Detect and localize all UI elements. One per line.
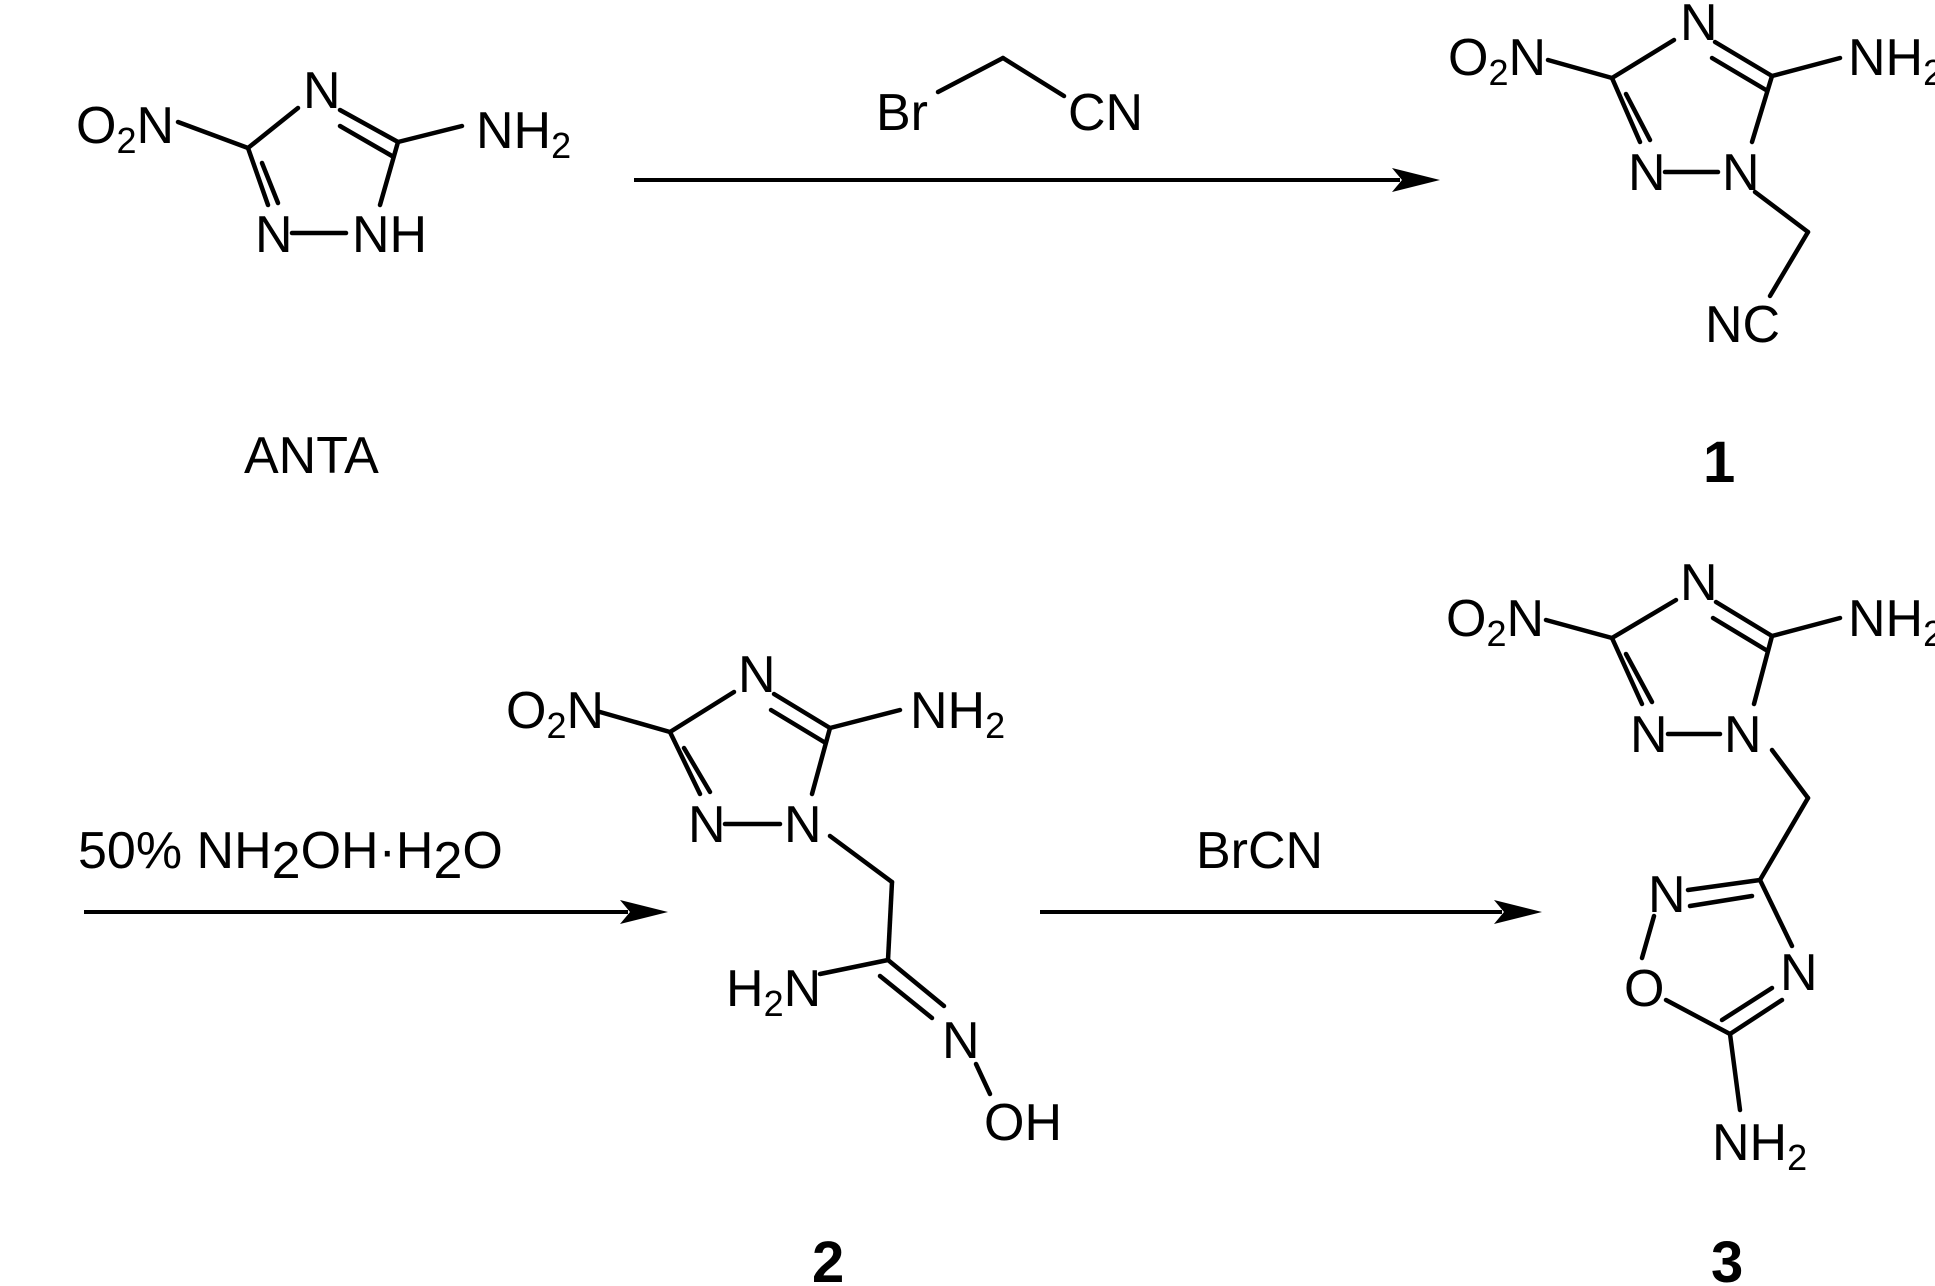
anta-ring-n-top: N [303, 62, 341, 120]
c3-bond-c5ox-nh2 [1727, 1031, 1743, 1113]
c1-nitrile-label: NC [1705, 296, 1780, 354]
c3-ring-n-right: N [1724, 706, 1762, 764]
compound3-structure: O2N N NH2 N N N N O NH2 3 [1446, 554, 1935, 1286]
step1-arrow [634, 168, 1440, 192]
step1-bond-c-cn [1000, 55, 1067, 99]
anta-ring-n-left: N [255, 206, 293, 264]
step1-reagent: Br CN [876, 55, 1143, 142]
c3-bond-c3-n2 [1609, 635, 1645, 707]
c2-ring-n-right: N [784, 796, 822, 854]
anta-bond-c3-n2 [245, 145, 271, 208]
c3-bond-c5ox-o [1663, 997, 1733, 1037]
c1-bond-n4-c5-double [1709, 55, 1769, 93]
c1-bond-nh2 [1769, 55, 1843, 79]
c3-ox-amino-label: NH2 [1712, 1114, 1807, 1178]
c1-bond-no2 [1545, 57, 1615, 81]
c2-oxime-n: N [942, 1012, 980, 1070]
c3-bond-ch2-c3ox [1757, 795, 1811, 883]
c3-bond-n4-c5-double [1710, 615, 1769, 653]
step3-reagent-label: BrCN [1196, 822, 1323, 880]
anta-bond-n4-c5-double [337, 123, 395, 159]
c3-ring-n-left: N [1630, 706, 1668, 764]
c3-bond-c5-n1 [1751, 633, 1775, 707]
c2-bond-nh2 [827, 707, 903, 731]
step2-reagent: 50% NH2OH·H2O [78, 822, 503, 890]
c1-nitro-label: O2N [1448, 29, 1546, 93]
c2-bond-c3-n2 [667, 729, 703, 797]
c3-bond-c3-n2-double [1623, 651, 1655, 705]
step2-arrow [84, 900, 668, 924]
c1-ring-n-left: N [1628, 144, 1666, 202]
c3-ox-o: O [1624, 960, 1664, 1018]
c3-bond-nright-c5ox-double [1719, 985, 1775, 1023]
c2-bond-n-oh [973, 1061, 993, 1097]
c1-bond-n4-c5 [1712, 39, 1775, 79]
c2-nitro-label: O2N [506, 682, 604, 746]
c2-bond-c-n [885, 957, 947, 1009]
c2-bond-ch2-c [885, 879, 895, 963]
c1-bond-c3-n2-double [1623, 91, 1653, 143]
c3-bond-nox-c3-double [1687, 893, 1755, 909]
c2-bond-c3-n2-double [681, 745, 713, 795]
anta-amino-label: NH2 [476, 102, 571, 166]
c2-bond-n4-c5 [771, 691, 833, 731]
c1-number: 1 [1703, 430, 1735, 495]
step3-arrow [1040, 900, 1542, 924]
c3-bond-n1-ch2 [1769, 747, 1811, 801]
c1-amino-label: NH2 [1848, 29, 1935, 93]
c3-bond-nh2 [1769, 615, 1843, 639]
anta-bond-n4-c5 [337, 107, 401, 145]
c2-oxime-oh: OH [984, 1094, 1062, 1152]
c2-bond-c-nh2 [817, 957, 891, 977]
compound2-structure: O2N N NH2 N N H2N N OH 2 [506, 646, 1062, 1286]
c1-ring-n-top: N [1680, 0, 1718, 52]
anta-bond-c5-n1 [377, 139, 401, 208]
c1-bond-n1-ch2 [1752, 189, 1811, 235]
step1-cn-label: CN [1068, 84, 1143, 142]
anta-bond-c3-n2-double [259, 160, 281, 206]
c2-amidine-label: H2N [726, 960, 821, 1024]
step2-reagent-label: 50% NH2OH·H2O [78, 822, 503, 890]
c1-bond-c3-n4 [1609, 37, 1677, 81]
c1-bond-c5-n1 [1749, 73, 1775, 145]
c3-ring-n-top: N [1680, 554, 1718, 612]
c1-bond-c3-n2 [1609, 75, 1643, 145]
c2-ring-n-left: N [688, 796, 726, 854]
c2-ring-n-top: N [738, 646, 776, 704]
c3-bond-o-nox [1639, 913, 1657, 961]
c2-amino-label: NH2 [910, 682, 1005, 746]
step1-br-label: Br [876, 84, 928, 142]
anta-structure: O2N N NH2 N NH ANTA [76, 62, 571, 485]
anta-nitro-label: O2N [76, 97, 174, 161]
anta-ring-nh: NH [352, 206, 427, 264]
c2-bond-no2 [597, 709, 673, 735]
c3-amino-label: NH2 [1848, 590, 1935, 654]
c3-bond-nright-c5ox [1727, 997, 1785, 1037]
c2-bond-n1-ch2 [827, 833, 895, 885]
c2-bond-c5-n1 [809, 725, 833, 797]
c2-bond-c-n-double [877, 973, 935, 1021]
compound1-structure: O2N N NH2 N N NC 1 [1448, 0, 1935, 495]
c3-bond-n4-c5 [1713, 599, 1775, 639]
step1-bond-br-c [935, 55, 1006, 95]
c3-ox-n-right: N [1780, 944, 1818, 1002]
c3-bond-c3-nright [1757, 877, 1795, 949]
anta-bond-c3-n4 [245, 105, 301, 151]
anta-bond-nh2 [395, 123, 465, 145]
c2-bond-c3-n4 [667, 689, 737, 735]
c2-bond-n4-c5-double [768, 707, 827, 745]
c3-bond-no2 [1543, 617, 1615, 641]
anta-name: ANTA [244, 427, 379, 485]
c3-number: 3 [1711, 1230, 1743, 1286]
c3-bond-c3-n4 [1609, 597, 1679, 641]
c3-bond-nox-c3 [1685, 877, 1763, 893]
step3-reagent: BrCN [1196, 822, 1323, 880]
c1-bond-ch2-cn [1767, 229, 1811, 299]
anta-bond-no2 [175, 119, 251, 151]
c2-number: 2 [812, 1230, 844, 1286]
c3-nitro-label: O2N [1446, 590, 1544, 654]
